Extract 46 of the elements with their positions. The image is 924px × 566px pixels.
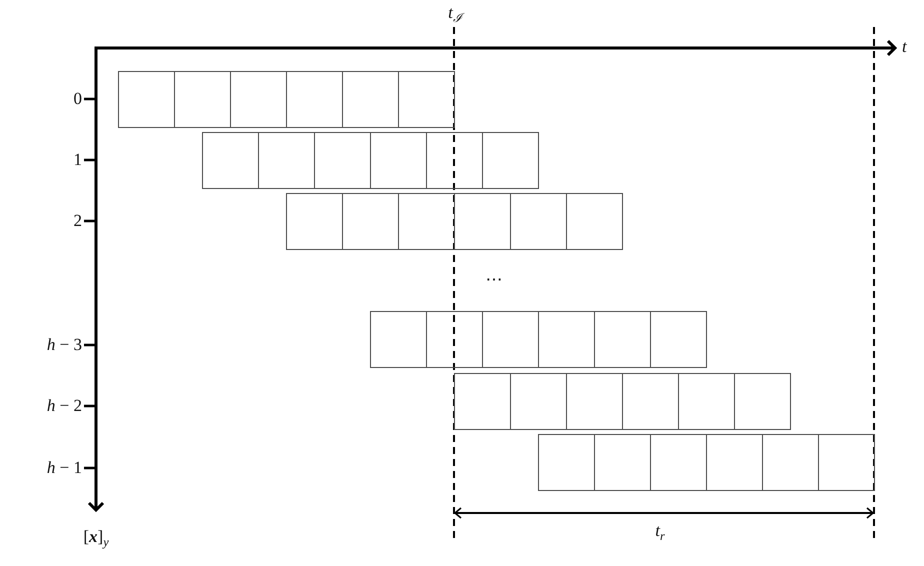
time-slot-box bbox=[454, 373, 511, 430]
axis-label: [x]$_{y}$ bbox=[83, 527, 109, 547]
tick-label: 0 bbox=[74, 89, 82, 109]
dimension-label: t$_{r}$ bbox=[655, 521, 665, 541]
time-slot-box bbox=[510, 373, 567, 430]
time-slot-box bbox=[622, 373, 679, 430]
time-slot-box bbox=[510, 193, 567, 250]
time-slot-box bbox=[762, 434, 819, 491]
time-slot-box bbox=[286, 193, 343, 250]
time-slot-box bbox=[566, 193, 623, 250]
time-slot-box bbox=[454, 193, 511, 250]
time-slot-box bbox=[370, 311, 427, 368]
tick-label: h − 1 bbox=[46, 458, 82, 478]
time-slot-box bbox=[482, 132, 539, 189]
time-slot-box bbox=[230, 71, 287, 128]
time-slot-box bbox=[342, 71, 399, 128]
time-slot-box bbox=[706, 434, 763, 491]
time-slot-box bbox=[650, 434, 707, 491]
time-slot-box bbox=[818, 434, 875, 491]
time-slot-box bbox=[538, 434, 595, 491]
time-slot-box bbox=[426, 311, 483, 368]
time-slot-box bbox=[258, 132, 315, 189]
time-slot-box bbox=[538, 311, 595, 368]
tick-label: 2 bbox=[74, 211, 82, 231]
time-slot-box bbox=[594, 434, 651, 491]
time-slot-box bbox=[594, 311, 651, 368]
time-slot-box bbox=[482, 311, 539, 368]
time-slot-box bbox=[314, 132, 371, 189]
time-slot-box bbox=[342, 193, 399, 250]
tick-label: 1 bbox=[74, 150, 82, 170]
axis-label: t bbox=[902, 37, 907, 57]
time-slot-box bbox=[426, 132, 483, 189]
time-slot-box bbox=[174, 71, 231, 128]
tick-label: h − 3 bbox=[46, 335, 82, 355]
time-slot-box bbox=[398, 193, 455, 250]
time-slot-box bbox=[202, 132, 259, 189]
ellipsis: ⋯ bbox=[486, 270, 502, 290]
time-slot-box bbox=[678, 373, 735, 430]
time-slot-box bbox=[734, 373, 791, 430]
time-slot-box bbox=[650, 311, 707, 368]
time-slot-box bbox=[370, 132, 427, 189]
tick-label: h − 2 bbox=[46, 396, 82, 416]
time-slot-box bbox=[286, 71, 343, 128]
time-slot-box bbox=[566, 373, 623, 430]
time-slot-box bbox=[118, 71, 175, 128]
time-slot-box bbox=[398, 71, 455, 128]
